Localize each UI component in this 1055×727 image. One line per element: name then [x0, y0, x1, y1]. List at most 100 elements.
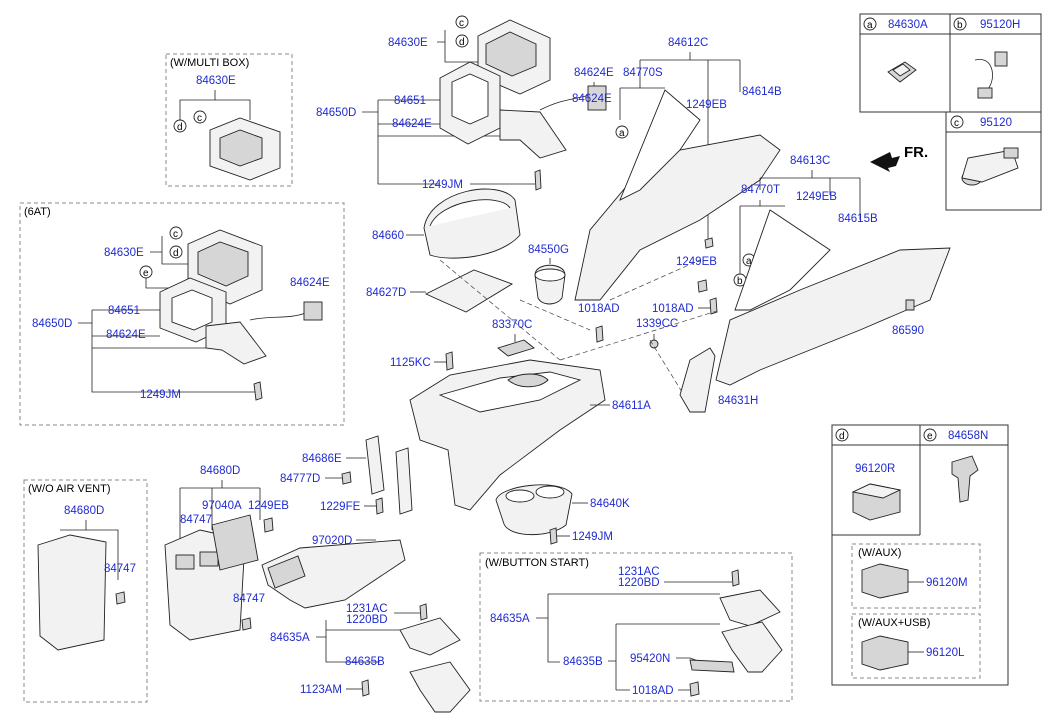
sixat-84624e-label[interactable]: 84624E	[106, 329, 146, 341]
multi-box-label: (W/MULTI BOX)	[170, 57, 249, 69]
w-aux-usb-label: (W/AUX+USB)	[858, 617, 930, 629]
bracket-84635a-drawing	[399, 617, 461, 656]
part-97040a-label[interactable]: 97040A	[202, 500, 242, 512]
part-84686e-label[interactable]: 84686E	[302, 453, 342, 465]
woav-84747-label[interactable]: 84747	[104, 563, 136, 575]
bs-84635a-label[interactable]: 84635A	[490, 613, 530, 625]
woav-84680d-label[interactable]: 84680D	[64, 505, 104, 517]
top-84630e-label[interactable]: 84630E	[388, 37, 428, 49]
top-circle-d: d	[459, 37, 465, 48]
part-1339cc-label[interactable]: 1339CC	[636, 318, 678, 330]
part-84680d-label[interactable]: 84680D	[200, 465, 240, 477]
part-1249jm-lower-label[interactable]: 1249JM	[572, 531, 613, 543]
right-circle-a: a	[746, 256, 752, 267]
part-1249eb-top-label[interactable]: 1249EB	[686, 99, 727, 111]
part-84747-lower-label[interactable]: 84747	[233, 593, 265, 605]
bracket-84635b-drawing	[409, 661, 471, 713]
part-84612c-label[interactable]: 84612C	[668, 37, 708, 49]
part-84613c-label[interactable]: 84613C	[790, 155, 830, 167]
multibox-circle-c: c	[197, 113, 202, 124]
part-1018ad-right-label[interactable]: 1018AD	[652, 303, 694, 315]
legend-part-b[interactable]: 95120H	[980, 19, 1020, 31]
part-84614b-label[interactable]: 84614B	[742, 86, 782, 98]
front-console-group: 84612C 84770S 84614B 1249EB a 84624E	[572, 37, 782, 301]
bs-screw-1018ad	[689, 681, 700, 697]
legend-part-c[interactable]: 95120	[980, 117, 1012, 129]
part-86590-label[interactable]: 86590	[892, 325, 924, 337]
six-at-group: 84630E c d e 84650D 84651 84624E 84624E …	[32, 226, 330, 401]
part-1018ad-center-label[interactable]: 1018AD	[578, 303, 620, 315]
part-96120m-label[interactable]: 96120M	[926, 577, 968, 589]
screw-1018ad-right	[709, 297, 718, 315]
bs-1018ad-label[interactable]: 1018AD	[632, 685, 674, 697]
p84624e-extra-label[interactable]: 84624E	[572, 93, 612, 105]
part-1125kc-label[interactable]: 1125KC	[390, 357, 431, 369]
part-96120l-label[interactable]: 96120L	[926, 647, 965, 659]
legend-part-e[interactable]: 84658N	[948, 430, 988, 442]
part-1231ac-label[interactable]: 1231AC	[346, 603, 388, 615]
part-84631h-label[interactable]: 84631H	[718, 395, 758, 407]
screw-1249jm-lower	[549, 527, 558, 545]
part-84550g-label[interactable]: 84550G	[528, 244, 569, 256]
screw-1125kc	[445, 351, 454, 371]
part-97020d-label[interactable]: 97020D	[312, 535, 352, 547]
sixat-1249jm-label[interactable]: 1249JM	[140, 389, 181, 401]
part-83370c-label[interactable]: 83370C	[492, 319, 532, 331]
multibox-84630e-label[interactable]: 84630E	[196, 75, 236, 87]
part-84770s-label[interactable]: 84770S	[623, 67, 663, 79]
lower-cup-holder-group: 84640K 1249JM	[495, 484, 630, 545]
bs-1231ac-label[interactable]: 1231AC	[618, 566, 660, 578]
bs-84635b-label[interactable]: 84635B	[563, 656, 603, 668]
top-1249jm-label[interactable]: 1249JM	[422, 179, 463, 191]
part-84635a-label[interactable]: 84635A	[270, 632, 310, 644]
rear-vent-group: 84680D 97040A 84747 1249EB 84747	[164, 465, 289, 641]
legend-part-a[interactable]: 84630A	[888, 19, 928, 31]
part-84770t-label[interactable]: 84770T	[741, 184, 780, 196]
screw-1018ad-center	[595, 325, 604, 343]
part-84611a-label[interactable]: 84611A	[612, 400, 651, 412]
sixat-84650d-label[interactable]: 84650D	[32, 318, 72, 330]
top-84650d-label[interactable]: 84650D	[316, 107, 356, 119]
part-1123am-label[interactable]: 1123AM	[300, 684, 342, 696]
lower-bracket-group: 84686E 84777D 1229FE	[280, 435, 413, 515]
part-84640k-label[interactable]: 84640K	[590, 498, 630, 510]
aux-usb-module-drawing	[861, 635, 909, 671]
multi-box-frame	[165, 53, 293, 187]
part-84777d-label[interactable]: 84777D	[280, 473, 320, 485]
w-aux-frame	[851, 543, 981, 609]
sixat-harness-connector	[303, 301, 323, 321]
armrest-84660-label[interactable]: 84660	[372, 230, 404, 242]
sixat-84630e-label[interactable]: 84630E	[104, 247, 144, 259]
top-84624e-label[interactable]: 84624E	[392, 118, 432, 130]
part-1249eb-right-label[interactable]: 1249EB	[796, 191, 837, 203]
sixat-84651-label[interactable]: 84651	[108, 305, 140, 317]
w-aux-label: (W/AUX)	[858, 547, 901, 559]
garnish-84770s-drawing	[619, 89, 701, 201]
multi-box-group: 84630E c d	[173, 75, 281, 181]
part-84615b-label[interactable]: 84615B	[838, 213, 878, 225]
button-start-label: (W/BUTTON START)	[485, 557, 589, 569]
part-84747-vent-label[interactable]: 84747	[180, 514, 212, 526]
center-misc-group: 1018AD 1339CC 83370C 1125KC	[390, 303, 678, 371]
wo-air-vent-label: (W/O AIR VENT)	[28, 483, 111, 495]
legend-letter-e: e	[927, 431, 933, 442]
mat-83370c-drawing	[497, 339, 535, 357]
bs-1220bd-label[interactable]: 1220BD	[618, 577, 660, 589]
multibox-circle-d: d	[177, 122, 183, 133]
part-96120r-label[interactable]: 96120R	[855, 463, 895, 475]
part-1229fe-label[interactable]: 1229FE	[320, 501, 361, 513]
part-1249eb-vent-label[interactable]: 1249EB	[248, 500, 289, 512]
part-1249eb-lower-label[interactable]: 1249EB	[676, 256, 717, 268]
sixat-84624e-harness-label[interactable]: 84624E	[290, 277, 330, 289]
part-84635b-label[interactable]: 84635B	[345, 656, 385, 668]
legend-letter-d: d	[839, 431, 845, 442]
legend-letter-b: b	[957, 20, 963, 31]
part-1220bd-label[interactable]: 1220BD	[346, 614, 388, 626]
pad-84627d-label[interactable]: 84627D	[366, 287, 406, 299]
top-84624e-harness-label[interactable]: 84624E	[574, 67, 614, 79]
bs-bracket-84635a-drawing	[719, 589, 781, 627]
bs-95420n-label[interactable]: 95420N	[630, 653, 670, 665]
top-84651-label[interactable]: 84651	[394, 95, 426, 107]
button-start-frame	[479, 552, 793, 702]
main-console-group: 84611A	[409, 259, 721, 511]
